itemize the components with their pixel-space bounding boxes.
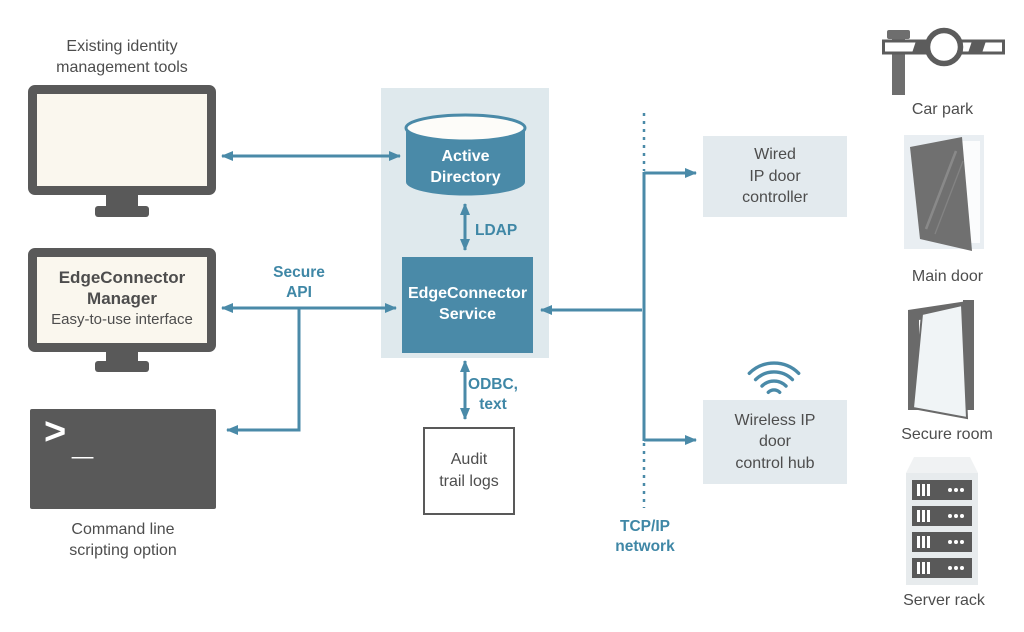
secure-api-label: Secure API — [273, 264, 325, 302]
audit-trail-logs-box: Audit trail logs — [423, 427, 515, 515]
monitor-stand-base — [95, 361, 149, 372]
monitor-stand-base — [95, 206, 149, 217]
manager-subtitle: Easy-to-use interface — [51, 310, 193, 328]
car-park-label: Car park — [911, 101, 974, 118]
wifi-icon — [747, 361, 801, 394]
secure-room-label: Secure room — [901, 426, 993, 443]
active-directory-label: Active Directory — [430, 148, 501, 186]
server-rack-label: Server rack — [903, 592, 985, 609]
edgeconnector-service-box: EdgeConnector Service — [402, 257, 533, 353]
terminal-cursor: _ — [72, 421, 94, 463]
odbc-label: ODBC, text — [468, 376, 518, 414]
wired-controller-box: Wired IP door controller — [703, 136, 847, 217]
database-cylinder-icon — [404, 113, 527, 196]
identity-tools-label: Existing identity management tools — [56, 38, 188, 77]
main-door-label: Main door — [911, 268, 984, 285]
open-door-icon — [908, 300, 974, 420]
wireless-hub-box: Wireless IP door control hub — [703, 400, 847, 484]
monitor-stand — [106, 194, 138, 208]
terminal-label: Command line scripting option — [69, 521, 177, 560]
tcpip-network-label: TCP/IP network — [615, 518, 675, 556]
manager-monitor-icon: EdgeConnector Manager Easy-to-use interf… — [28, 248, 216, 352]
car-park-barrier-icon — [882, 27, 1005, 95]
terminal-icon: > _ — [30, 409, 216, 509]
identity-monitor-icon — [28, 85, 216, 195]
terminal-prompt: > — [44, 411, 67, 453]
ldap-label: LDAP — [475, 222, 518, 239]
main-door-icon — [904, 135, 984, 251]
manager-title: EdgeConnector Manager — [58, 268, 186, 309]
monitor-stand — [106, 351, 138, 363]
server-rack-icon — [906, 457, 978, 585]
